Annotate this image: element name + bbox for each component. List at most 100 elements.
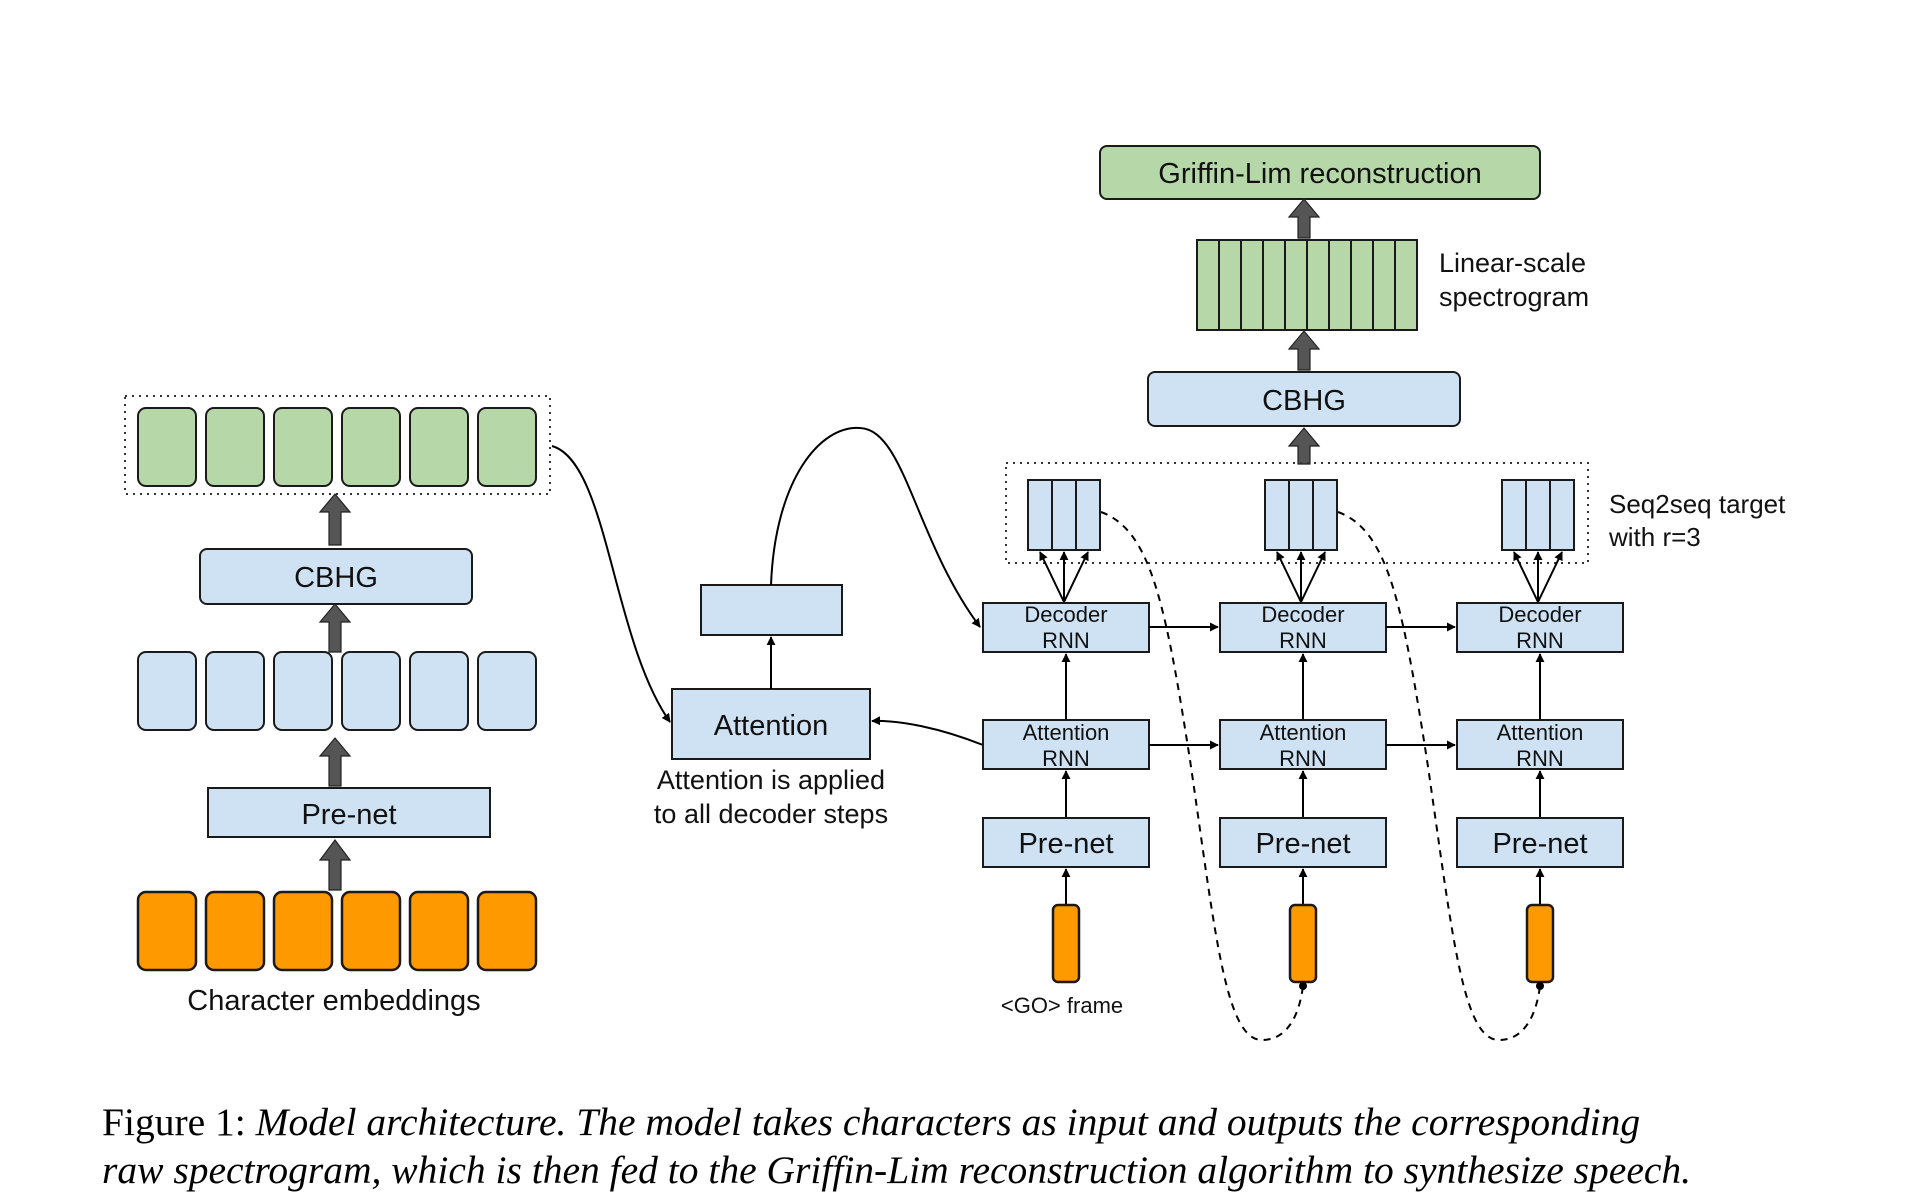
attention-note-line2: to all decoder steps [654, 799, 888, 829]
decoder-prenet-box [982, 817, 1150, 868]
character-embedding [340, 890, 402, 972]
output-frame [1075, 479, 1101, 551]
previous-frame-input [1288, 903, 1318, 984]
output-frames [1264, 479, 1338, 551]
caption-text-line1: Model architecture. The model takes char… [255, 1100, 1641, 1144]
seq2seq-label-line1: Seq2seq target [1609, 489, 1786, 519]
decoder-rnn-label-line1: Decoder [1498, 602, 1581, 627]
spectrogram-frame [1262, 239, 1286, 331]
prenet-output-state [137, 651, 197, 731]
prenet-output-state [205, 651, 265, 731]
output-frame [1312, 479, 1338, 551]
output-frames [1501, 479, 1575, 551]
fat-arrow-embeddings-to-prenet [318, 839, 352, 891]
decoder-cbhg-box [1147, 371, 1461, 427]
decoder-cbhg-label: CBHG [1262, 385, 1346, 417]
arrow-to-frame [1300, 551, 1326, 603]
linear-spectrogram-label-line1: Linear-scale [1439, 248, 1586, 278]
attention-rnn-box [1456, 719, 1624, 770]
encoder-cbhg-box [199, 548, 473, 605]
arrow-to-frame [1276, 551, 1302, 603]
decoder-rnn-box [1456, 602, 1624, 653]
arrow-to-frame [1513, 551, 1539, 603]
decoder-rnn-label-line2: RNN [1279, 628, 1327, 653]
seq2seq-label-line2: with r=3 [1608, 522, 1701, 552]
encoder-cbhg-label: CBHG [294, 562, 378, 594]
prenet-output-state [409, 651, 469, 731]
output-frame [1549, 479, 1575, 551]
curve-context-to-decoder [770, 426, 981, 628]
figure-caption: Figure 1: Model architecture. The model … [102, 1098, 1842, 1194]
fat-arrow-cbhg-to-outputs [318, 493, 352, 546]
output-frame [1501, 479, 1527, 551]
caption-line-1: Figure 1: Model architecture. The model … [102, 1098, 1842, 1146]
decoder-prenet-box [1219, 817, 1387, 868]
decoder-prenet-label: Pre-net [1492, 828, 1587, 860]
character-embedding [272, 890, 334, 972]
encoder-state [273, 407, 333, 487]
feedback-loop-step1-to-step2 [1100, 511, 1304, 1042]
fat-arrow-spectrogram-to-griffin-lim [1287, 198, 1321, 239]
character-embedding [136, 890, 198, 972]
decoder-rnn-box [1219, 602, 1387, 653]
attention-note-line1: Attention is applied [657, 765, 885, 795]
attention-rnn-label-line1: Attention [1497, 720, 1584, 745]
spectrogram-frame [1240, 239, 1264, 331]
go-frame-label: <GO> frame [1001, 993, 1123, 1018]
decoder-prenet-label: Pre-net [1018, 828, 1113, 860]
encoder-output-states [137, 407, 537, 487]
attention-module: Attention Attention is applied to all de… [654, 584, 888, 829]
arrow-to-frame [1063, 551, 1089, 603]
arrow-to-frame [1039, 551, 1065, 603]
output-frame [1264, 479, 1290, 551]
encoder-state [341, 407, 401, 487]
encoder-state [137, 407, 197, 487]
encoder-prenet-box [207, 787, 491, 838]
previous-frame-input [1525, 903, 1555, 984]
decoder-rnn-label-line1: Decoder [1261, 602, 1344, 627]
decoder-rnn-label-line2: RNN [1516, 628, 1564, 653]
prenet-output-state [477, 651, 537, 731]
decoder-rnn-label-line1: Decoder [1024, 602, 1107, 627]
decoder-rnn-label-line2: RNN [1042, 628, 1090, 653]
attention-box [671, 688, 871, 760]
arrow-attention-rnn-to-attention [871, 716, 984, 746]
output-frame [1027, 479, 1053, 551]
character-embedding [204, 890, 266, 972]
encoder-state [205, 407, 265, 487]
fat-arrow-cbhg-to-spectrogram [1287, 330, 1321, 371]
go-frame-input [1051, 903, 1081, 984]
caption-prefix: Figure 1: [102, 1100, 256, 1144]
fat-arrow-prenet-to-states [318, 737, 352, 787]
decoder-step-3: Decoder RNN Attention RNN Pre-net [1456, 479, 1624, 984]
spectrogram-frame [1306, 239, 1330, 331]
spectrogram-frame [1328, 239, 1352, 331]
fat-arrow-targets-to-cbhg [1287, 427, 1321, 465]
attention-rnn-label-line1: Attention [1260, 720, 1347, 745]
encoder-prenet-label: Pre-net [301, 799, 396, 831]
feedback-dot [1299, 982, 1307, 990]
decoder-step-1: Decoder RNN Attention RNN Pre-net <GO> f… [982, 479, 1150, 1018]
linear-spectrogram [1196, 239, 1418, 331]
encoder-output-group [124, 395, 551, 495]
feedback-loop-step2-to-step3 [1337, 511, 1541, 1042]
griffin-lim-box [1099, 145, 1541, 200]
spectrogram-frame [1218, 239, 1242, 331]
seq2seq-target-group [1005, 462, 1589, 564]
decoder-prenet-label: Pre-net [1255, 828, 1350, 860]
output-frame [1525, 479, 1551, 551]
fat-arrow-prenet-out-to-cbhg [318, 603, 352, 653]
decoder-step-2: Decoder RNN Attention RNN Pre-net [1219, 479, 1387, 984]
attention-rnn-label-line2: RNN [1279, 746, 1327, 771]
prenet-output-state [273, 651, 333, 731]
attention-rnn-label-line1: Attention [1023, 720, 1110, 745]
output-frame [1288, 479, 1314, 551]
prenet-output-state [341, 651, 401, 731]
attention-rnn-label-line2: RNN [1042, 746, 1090, 771]
linear-spectrogram-label-line2: spectrogram [1439, 282, 1589, 312]
feedback-dot [1536, 982, 1544, 990]
encoder-state [477, 407, 537, 487]
arrow-to-frame [1537, 551, 1563, 603]
attention-label: Attention [714, 710, 828, 742]
character-embeddings-label: Character embeddings [187, 985, 480, 1017]
